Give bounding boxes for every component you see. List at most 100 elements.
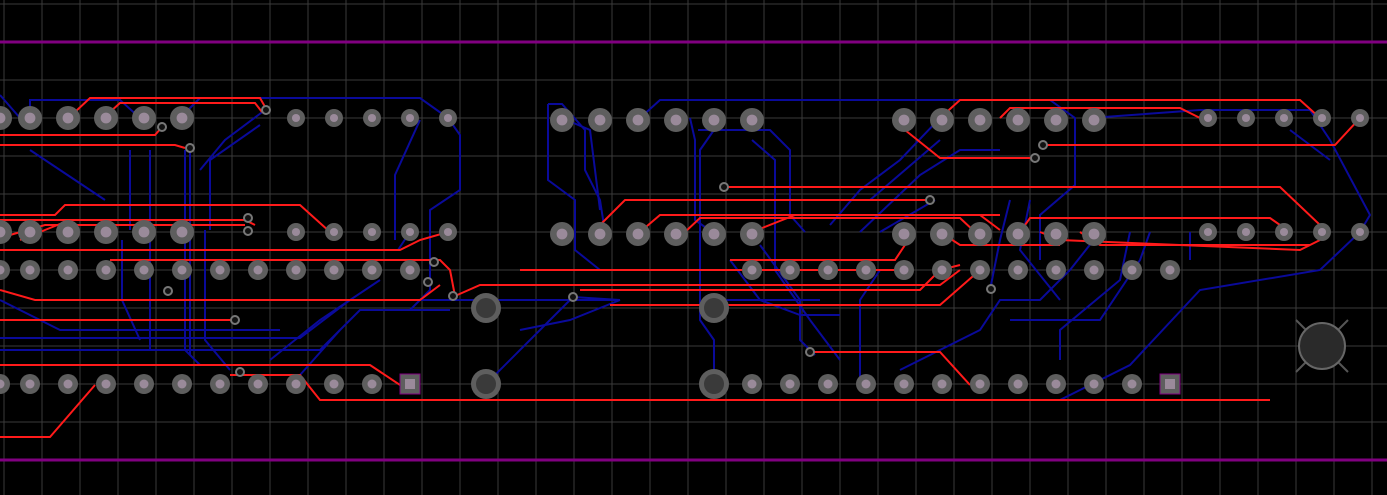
- pad-hole: [1165, 379, 1175, 389]
- pad-hole: [1089, 265, 1099, 275]
- pad-hole: [975, 379, 985, 389]
- bottom-trace: [519, 299, 621, 331]
- round-pad-icon[interactable]: [0, 260, 10, 280]
- via[interactable]: [925, 195, 935, 205]
- pad-hole: [101, 265, 111, 275]
- pad-hole: [1089, 379, 1099, 389]
- bottom-trace: [859, 269, 881, 380]
- pad-hole: [746, 114, 758, 126]
- pad-hole: [253, 265, 263, 275]
- pad-hole: [1013, 265, 1023, 275]
- pad-hole: [974, 228, 986, 240]
- top-trace: [810, 351, 971, 386]
- large-pad-hole: [704, 298, 724, 318]
- pad-hole: [138, 112, 150, 124]
- pad-hole: [594, 228, 606, 240]
- pad-hole: [177, 265, 187, 275]
- pad-hole: [0, 379, 5, 389]
- bottom-trace: [829, 117, 941, 226]
- via[interactable]: [185, 143, 195, 153]
- mounting-hole-layer[interactable]: [1295, 319, 1349, 373]
- pad-hole: [1088, 228, 1100, 240]
- pad-hole: [785, 265, 795, 275]
- pad-hole: [594, 114, 606, 126]
- via[interactable]: [1038, 140, 1048, 150]
- via[interactable]: [805, 347, 815, 357]
- pad-hole: [746, 228, 758, 240]
- via[interactable]: [243, 226, 253, 236]
- via[interactable]: [448, 291, 458, 301]
- pad-hole: [556, 114, 568, 126]
- pad-hole: [708, 228, 720, 240]
- pad-hole: [632, 114, 644, 126]
- pad-hole: [899, 265, 909, 275]
- pad-hole: [1241, 113, 1251, 123]
- pad-hole: [329, 379, 339, 389]
- via[interactable]: [423, 277, 433, 287]
- top-trace: [0, 144, 186, 149]
- pad-hole: [898, 228, 910, 240]
- pad-hole: [100, 112, 112, 124]
- via[interactable]: [986, 284, 996, 294]
- pad-hole: [823, 379, 833, 389]
- pad-hole: [291, 265, 301, 275]
- pad-hole: [24, 112, 36, 124]
- pad-hole: [329, 227, 339, 237]
- pad-hole: [1088, 114, 1100, 126]
- bottom-trace: [409, 117, 461, 311]
- pad-hole: [0, 226, 6, 238]
- pad-hole: [1279, 227, 1289, 237]
- bottom-trace: [572, 296, 621, 301]
- pad-hole: [367, 113, 377, 123]
- pad-hole: [936, 114, 948, 126]
- pad-hole: [670, 114, 682, 126]
- via[interactable]: [261, 105, 271, 115]
- via[interactable]: [429, 257, 439, 267]
- via[interactable]: [1030, 153, 1040, 163]
- pad-hole: [1012, 114, 1024, 126]
- pad-layer[interactable]: [0, 106, 1369, 399]
- pad-hole: [670, 228, 682, 240]
- pad-hole: [1203, 113, 1213, 123]
- pad-hole: [215, 265, 225, 275]
- board-edge-layer: [0, 40, 1387, 462]
- pad-hole: [1355, 113, 1365, 123]
- pad-hole: [291, 113, 301, 123]
- mounting-hole-icon[interactable]: [1295, 319, 1349, 373]
- pad-hole: [367, 265, 377, 275]
- round-pad-icon[interactable]: [0, 220, 12, 244]
- pad-hole: [1127, 379, 1137, 389]
- pad-hole: [101, 379, 111, 389]
- round-pad-icon[interactable]: [0, 106, 12, 130]
- top-trace: [751, 214, 1001, 233]
- bottom-trace: [689, 117, 713, 233]
- pad-hole: [1127, 265, 1137, 275]
- pad-hole: [1051, 265, 1061, 275]
- pad-hole: [747, 379, 757, 389]
- via[interactable]: [163, 286, 173, 296]
- round-pad-icon[interactable]: [0, 374, 10, 394]
- pad-hole: [62, 226, 74, 238]
- via[interactable]: [235, 367, 245, 377]
- via[interactable]: [719, 182, 729, 192]
- top-trace: [110, 259, 456, 297]
- pad-hole: [708, 114, 720, 126]
- via[interactable]: [243, 213, 253, 223]
- via[interactable]: [230, 315, 240, 325]
- bottom-trace: [989, 199, 1011, 291]
- via[interactable]: [157, 122, 167, 132]
- pad-hole: [1355, 227, 1365, 237]
- pad-hole: [291, 227, 301, 237]
- top-trace: [1040, 117, 1361, 146]
- pad-hole: [177, 379, 187, 389]
- pad-hole: [176, 112, 188, 124]
- pad-hole: [0, 112, 6, 124]
- pad-hole: [936, 228, 948, 240]
- bottom-trace: [547, 104, 601, 271]
- pad-hole: [291, 379, 301, 389]
- pad-hole: [139, 379, 149, 389]
- pad-hole: [974, 114, 986, 126]
- via[interactable]: [568, 292, 578, 302]
- via-layer[interactable]: [157, 105, 1048, 377]
